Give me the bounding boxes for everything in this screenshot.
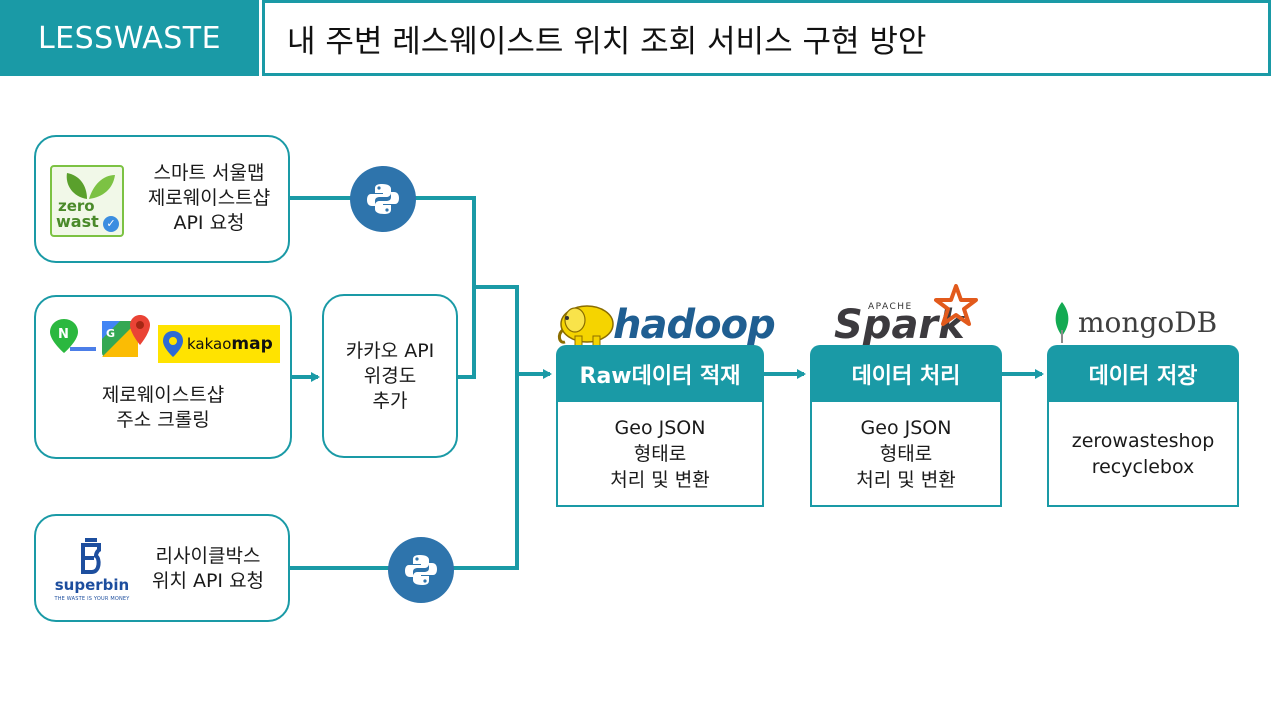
superbin-tagline: THE WASTE IS YOUR MONEY [54, 596, 130, 602]
naver-map-icon: N [50, 319, 96, 355]
svg-text:N: N [58, 327, 69, 342]
hadoop-elephant-icon [557, 305, 614, 347]
source-superbin-box: superbin THE WASTE IS YOUR MONEY 리사이클박스 … [34, 514, 290, 622]
python-logo-icon [367, 184, 399, 214]
line-superbin [290, 374, 519, 570]
source-superbin-text: 리사이클박스 위치 API 요청 [151, 545, 265, 592]
spark-star-icon [934, 284, 978, 326]
bottle-icon [81, 538, 101, 574]
zerowaste-logo-line2: wast [56, 212, 99, 231]
spark-logo: APACHE Spark [832, 284, 982, 350]
source-seoul-box: zero wast ✓ 스마트 서울맵 제로웨이스트샵 API 요청 [34, 135, 290, 263]
superbin-logo: superbin THE WASTE IS YOUR MONEY [52, 536, 132, 606]
mongodb-wordmark: mongoDB [1078, 306, 1218, 339]
python-icon-bottom [388, 537, 454, 603]
stage-head-process: 데이터 처리 [810, 345, 1002, 402]
stage-body-raw: Geo JSON 형태로 처리 및 변환 [556, 402, 764, 507]
source-crawl-text: 제로웨이스트샵 주소 크롤링 [101, 384, 225, 431]
zerowaste-logo: zero wast ✓ [50, 165, 124, 237]
location-pin-icon [163, 331, 183, 357]
superbin-wordmark: superbin [54, 576, 130, 594]
stage-body-process: Geo JSON 형태로 처리 및 변환 [810, 402, 1002, 507]
hadoop-logo: hadoop [553, 296, 776, 350]
zerowaste-logo-line1: zero [58, 197, 95, 215]
source-seoul-text: 스마트 서울맵 제로웨이스트샵 API 요청 [147, 162, 271, 234]
hadoop-wordmark: hadoop [613, 302, 776, 348]
stage-body-store: zerowasteshop recyclebox [1047, 402, 1239, 507]
kakao-geo-box: 카카오 API 위경도 추가 [322, 294, 458, 458]
google-maps-icon: G [102, 315, 154, 359]
python-logo-icon [405, 555, 437, 585]
line-kakao [458, 287, 476, 379]
spark-apache-label: APACHE [868, 302, 913, 312]
kakaomap-label-b: map [231, 334, 273, 354]
svg-text:G: G [106, 327, 115, 340]
kakaomap-label-a: kakao [187, 335, 232, 353]
stage-head-store: 데이터 저장 [1047, 345, 1239, 402]
check-icon: ✓ [103, 216, 119, 232]
mongodb-leaf-icon [1055, 302, 1069, 343]
leaf-icon [66, 173, 115, 199]
stage-head-raw: Raw데이터 적재 [556, 345, 764, 402]
kakao-geo-text: 카카오 API 위경도 추가 [345, 339, 435, 412]
python-icon-top [350, 166, 416, 232]
brand-label: LESSWASTE [0, 0, 259, 76]
page-title: 내 주변 레스웨이스트 위치 조회 서비스 구현 방안 [262, 0, 1271, 76]
mongodb-logo: mongoDB [1050, 300, 1240, 346]
